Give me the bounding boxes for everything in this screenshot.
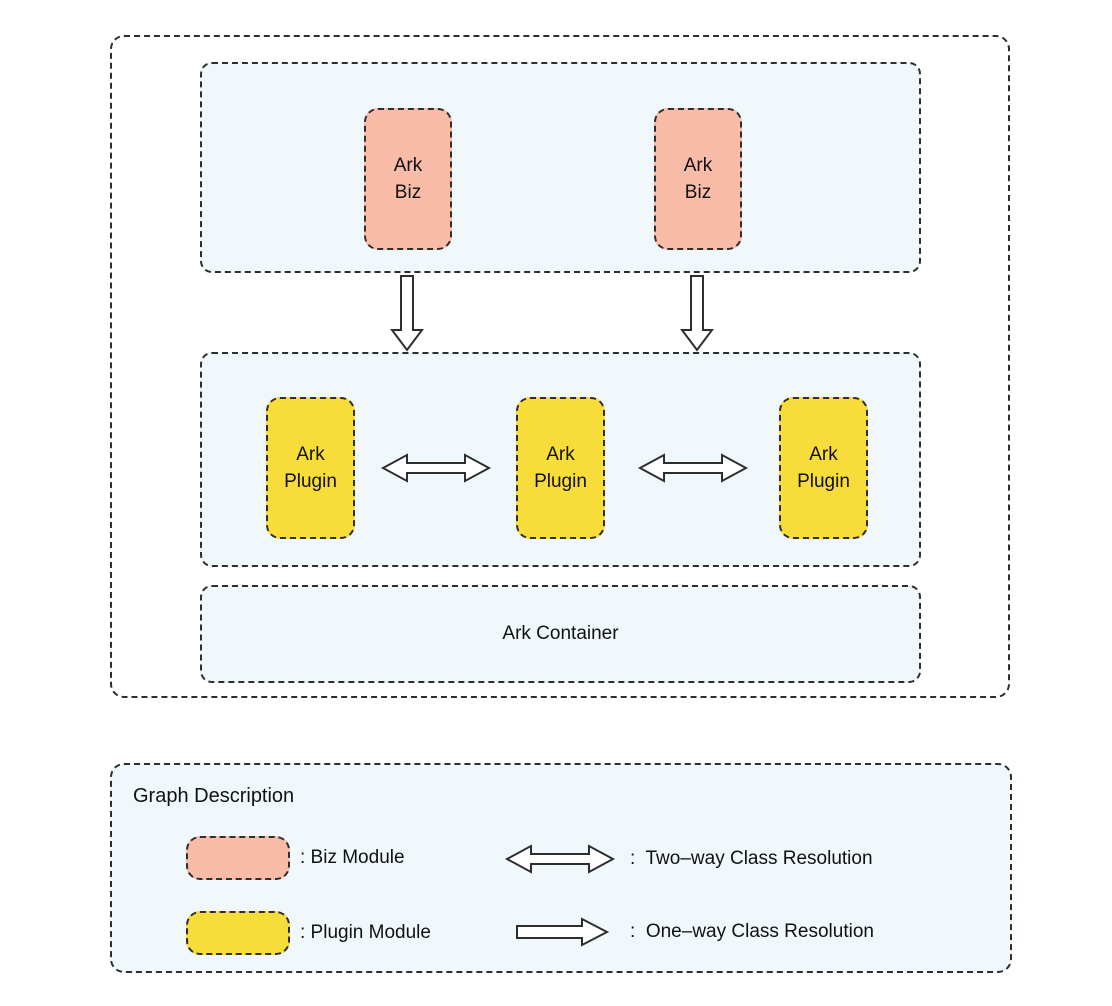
ark-container-label: Ark Container: [502, 623, 619, 644]
ark-diagram-frame: [110, 35, 1010, 698]
biz-module-label: : Biz Module: [300, 847, 405, 868]
ark-container-box: Ark Container: [200, 585, 921, 683]
ark-plugin-label: Ark Plugin: [534, 444, 587, 492]
ark-plugin-box: Ark Plugin: [779, 397, 868, 539]
down-arrow-icon: [390, 275, 424, 352]
two-way-arrow-icon: [637, 453, 749, 483]
one-way-arrow-icon: [516, 917, 610, 947]
ark-plugin-box: Ark Plugin: [516, 397, 605, 539]
legend-title: Graph Description: [133, 785, 295, 807]
ark-biz-box: Ark Biz: [364, 108, 452, 250]
one-way-resolution-label: : One–way Class Resolution: [630, 921, 874, 942]
biz-module-swatch: [186, 836, 290, 880]
ark-biz-box: Ark Biz: [654, 108, 742, 250]
down-arrow-icon: [680, 275, 714, 352]
two-way-arrow-icon: [504, 844, 616, 874]
ark-biz-label: Ark Biz: [393, 155, 423, 203]
biz-layer-panel: [200, 62, 921, 273]
two-way-arrow-icon: [380, 453, 492, 483]
ark-plugin-label: Ark Plugin: [797, 444, 850, 492]
plugin-module-swatch: [186, 911, 290, 955]
ark-biz-label: Ark Biz: [683, 155, 713, 203]
plugin-module-label: : Plugin Module: [300, 922, 431, 943]
ark-plugin-label: Ark Plugin: [284, 444, 337, 492]
two-way-resolution-label: : Two–way Class Resolution: [630, 848, 873, 869]
ark-plugin-box: Ark Plugin: [266, 397, 355, 539]
